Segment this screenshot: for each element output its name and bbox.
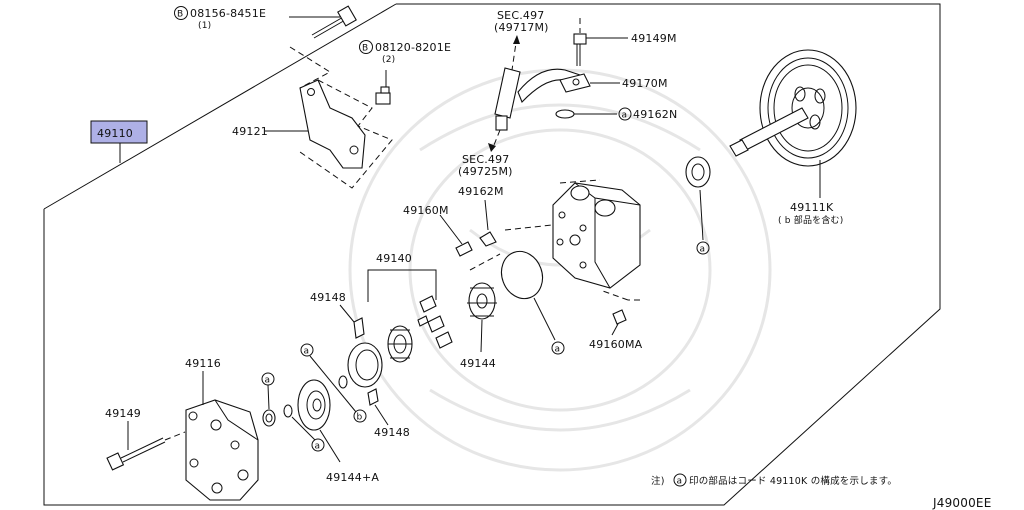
label-sec-497-upper: SEC.497 (49717M): [494, 9, 549, 71]
svg-text:a: a: [555, 345, 561, 355]
svg-text:a: a: [265, 376, 271, 386]
label-bolt-08120: B 08120-8201E (2): [359, 40, 451, 65]
rear-cover-49116[interactable]: [185, 399, 259, 501]
vanes-49140[interactable]: [417, 295, 453, 349]
spring-guide-lines: [469, 224, 553, 271]
svg-text:SEC.497: SEC.497: [497, 9, 545, 22]
svg-text:49160M: 49160M: [403, 204, 449, 217]
svg-text:a: a: [622, 111, 628, 121]
oring-49162n[interactable]: [555, 107, 632, 121]
bolt-08156[interactable]: [289, 5, 357, 39]
svg-text:a: a: [304, 347, 310, 357]
svg-text:49144: 49144: [460, 357, 496, 370]
label-sec-497-lower: SEC.497 (49725M): [458, 129, 513, 178]
cam-ring[interactable]: [347, 342, 383, 388]
svg-text:49116: 49116: [185, 357, 221, 370]
label-49170m: 49170M: [590, 77, 668, 90]
svg-text:49148: 49148: [374, 426, 410, 439]
suction-pipe[interactable]: [494, 67, 591, 131]
label-49162m: 49162M: [458, 185, 504, 198]
svg-text:注): 注): [651, 475, 665, 487]
svg-text:a: a: [677, 477, 683, 487]
label-bolt-08156: B 08156-8451E (1): [174, 6, 266, 31]
svg-text:(2): (2): [382, 55, 395, 65]
svg-text:08156-8451E: 08156-8451E: [190, 7, 266, 20]
pulley-shaft-49111k[interactable]: [729, 49, 857, 167]
label-49149m: 49149M: [631, 32, 677, 45]
pump-body[interactable]: [552, 179, 641, 301]
svg-text:49162N: 49162N: [633, 108, 677, 121]
svg-text:(1): (1): [198, 21, 211, 31]
label-49162n: a 49162N: [622, 108, 678, 121]
plate-49144[interactable]: [467, 282, 497, 320]
label-49148-top: 49148: [310, 291, 346, 304]
footnote: 注) a 印の部品はコード 49110K の構成を示します。: [651, 473, 897, 487]
svg-text:印の部品はコード 49110K の構成を示します。: 印の部品はコード 49110K の構成を示します。: [689, 475, 897, 487]
svg-text:(49725M): (49725M): [458, 165, 513, 178]
assembly-label-text: 49110: [97, 127, 133, 140]
side-plate-49144a[interactable]: [297, 379, 341, 463]
label-49140: 49140: [367, 252, 437, 302]
bolt-49149m[interactable]: [573, 18, 628, 66]
bolt-49160ma[interactable]: [611, 309, 627, 336]
pin-49148-top[interactable]: [339, 304, 365, 339]
label-49116: 49116: [185, 357, 221, 405]
bracket-49121[interactable]: [289, 46, 393, 189]
bolt-08120[interactable]: [375, 70, 391, 105]
diagram-code: J49000EE: [932, 496, 991, 510]
label-49149: 49149: [105, 407, 141, 450]
svg-text:49149: 49149: [105, 407, 141, 420]
oring-large[interactable]: a: [495, 246, 565, 355]
oring-cover-small[interactable]: a a: [261, 372, 325, 452]
svg-text:b: b: [357, 413, 363, 423]
label-49148-bottom: 49148: [374, 426, 410, 439]
svg-text:49149M: 49149M: [631, 32, 677, 45]
svg-text:B: B: [362, 44, 368, 54]
label-49121: 49121: [232, 125, 308, 138]
label-49160ma: 49160MA: [589, 338, 643, 351]
label-49111k: 49111K ( b 部品を含む): [778, 160, 843, 226]
svg-text:49144+A: 49144+A: [326, 471, 379, 484]
pin-49148-bottom[interactable]: [367, 388, 389, 426]
svg-text:49140: 49140: [376, 252, 412, 265]
shaft-seal[interactable]: a: [685, 156, 711, 255]
svg-text:a: a: [700, 245, 706, 255]
spring-49160m[interactable]: [439, 214, 473, 257]
svg-text:(49717M): (49717M): [494, 21, 549, 34]
svg-text:49170M: 49170M: [622, 77, 668, 90]
assembly-boundary: [43, 3, 941, 506]
rotor-49140[interactable]: [387, 325, 413, 363]
seal-small[interactable]: a b: [300, 343, 367, 423]
circle-B-mark: B: [177, 10, 183, 20]
svg-text:49111K: 49111K: [790, 201, 834, 214]
assembly-label[interactable]: 49110: [90, 120, 148, 163]
svg-text:49162M: 49162M: [458, 185, 504, 198]
svg-text:SEC.497: SEC.497: [462, 153, 510, 166]
label-49144a: 49144+A: [326, 471, 379, 484]
svg-text:( b 部品を含む): ( b 部品を含む): [778, 214, 843, 226]
spring-49162m[interactable]: [479, 199, 497, 247]
svg-text:a: a: [315, 442, 321, 452]
label-49144: 49144: [460, 319, 496, 370]
bolt-49149[interactable]: [106, 431, 186, 471]
label-49160m: 49160M: [403, 204, 449, 217]
svg-text:49160MA: 49160MA: [589, 338, 643, 351]
svg-text:49148: 49148: [310, 291, 346, 304]
svg-text:08120-8201E: 08120-8201E: [375, 41, 451, 54]
svg-text:49121: 49121: [232, 125, 268, 138]
